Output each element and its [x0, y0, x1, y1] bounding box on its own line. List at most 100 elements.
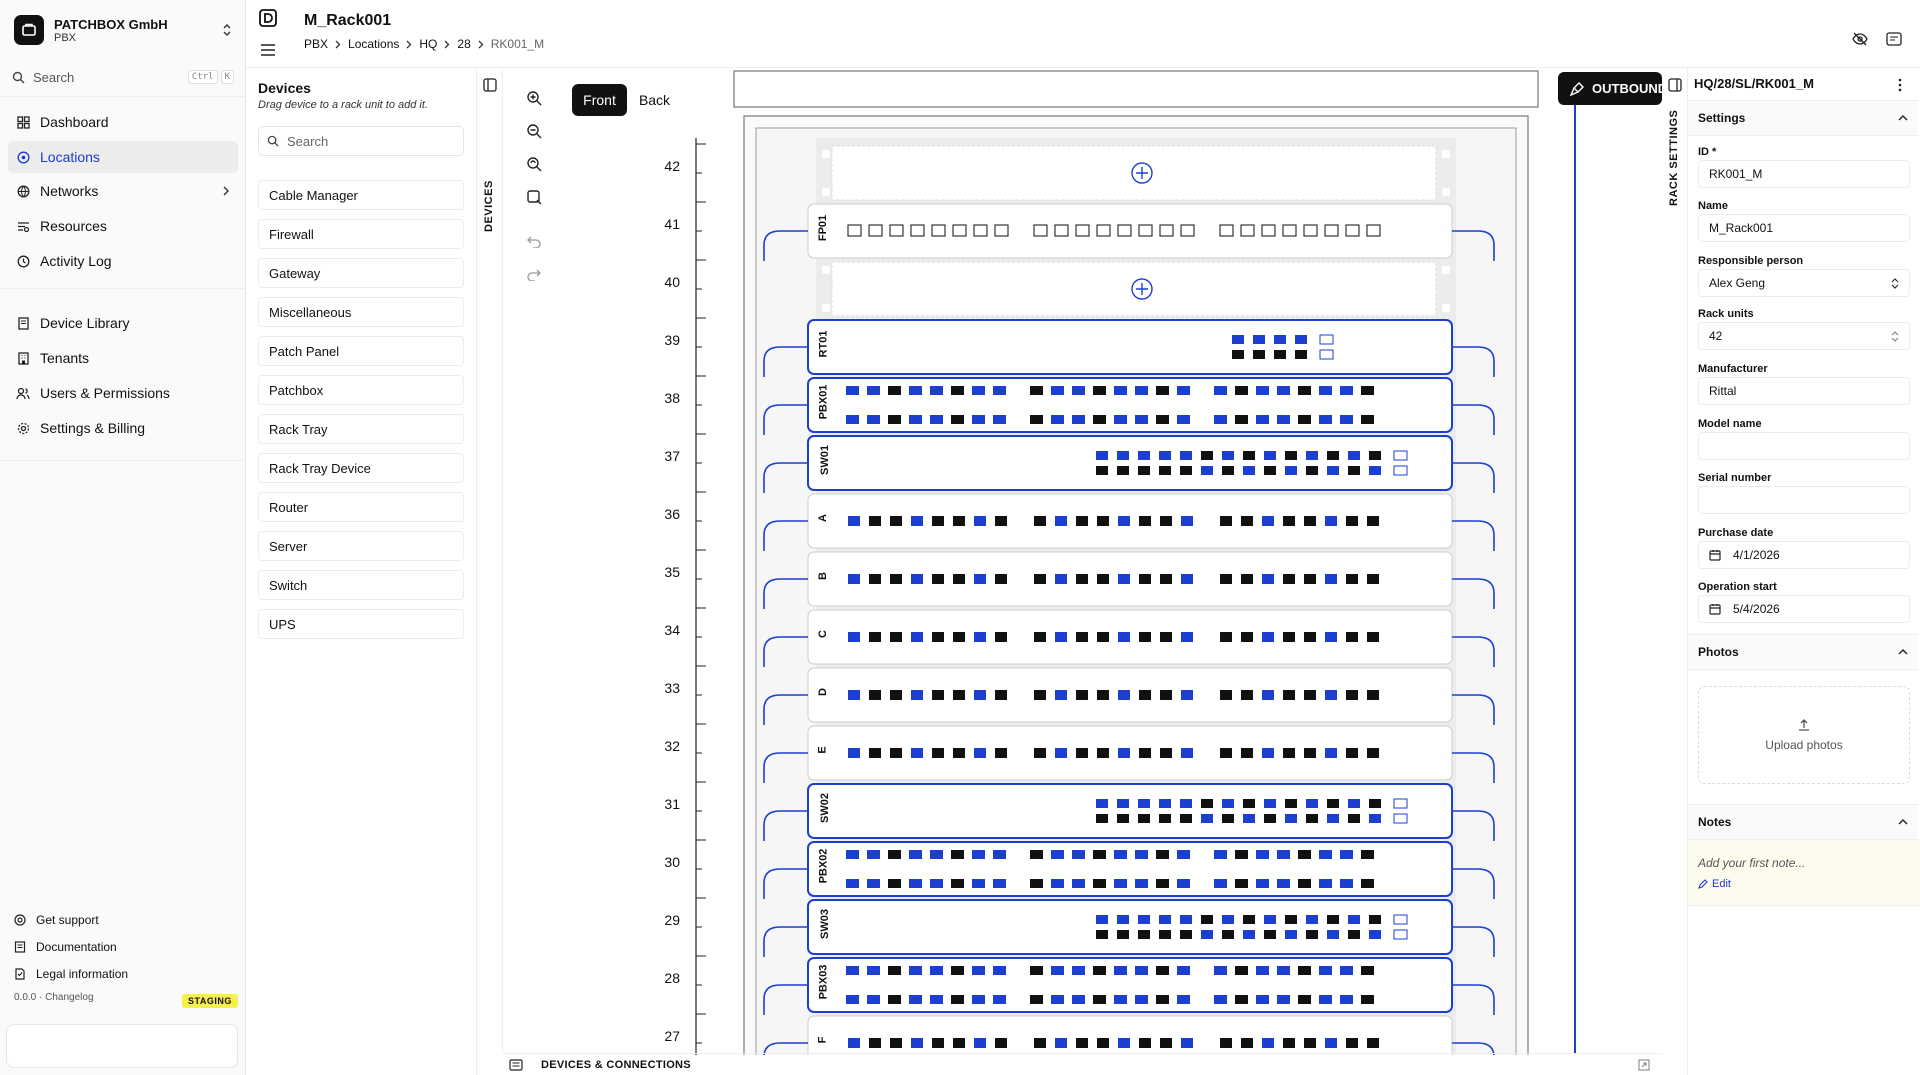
rack-device-name[interactable]: B — [816, 572, 829, 580]
rack-settings-tab[interactable]: RACK SETTINGS — [1662, 68, 1688, 1075]
version-changelog[interactable]: 0.0.0 · Changelog — [14, 992, 94, 1003]
photos-section-header[interactable]: Photos — [1688, 634, 1918, 670]
panel-port — [1181, 690, 1193, 700]
breadcrumb-locations[interactable]: Locations — [348, 37, 400, 51]
nav-networks[interactable]: Networks — [8, 175, 238, 207]
breadcrumb-hq[interactable]: HQ — [419, 37, 438, 51]
operation-start-input[interactable]: 5/4/2026 — [1698, 595, 1910, 623]
device-item[interactable]: Patchbox — [258, 375, 464, 405]
rack-device-name[interactable]: SW03 — [818, 909, 831, 939]
collapse-panel-icon[interactable] — [483, 78, 497, 92]
collapse-panel-icon[interactable] — [1668, 78, 1682, 92]
model-name-input[interactable] — [1698, 432, 1910, 460]
zoom-out-icon[interactable] — [522, 119, 546, 143]
responsible-person-select[interactable]: Alex Geng — [1698, 269, 1910, 297]
rack-device-name[interactable]: E — [816, 746, 829, 754]
device-item[interactable]: Server — [258, 531, 464, 561]
id-input[interactable]: RK001_M — [1698, 160, 1910, 188]
nav-users-permissions[interactable]: Users & Permissions — [8, 377, 238, 409]
outbound-button[interactable]: OUTBOUND — [1558, 72, 1662, 105]
device-item[interactable]: Switch — [258, 570, 464, 600]
footer-documentation[interactable]: Documentation — [8, 935, 238, 959]
menu-icon[interactable] — [260, 44, 276, 56]
rack-device-name[interactable]: C — [816, 630, 829, 638]
chevron-right-icon — [335, 40, 341, 49]
user-profile-box[interactable] — [6, 1024, 238, 1068]
panel-port — [974, 574, 986, 584]
rack-device-name[interactable]: PBX03 — [817, 964, 830, 1000]
rack-device-name[interactable]: FP01 — [817, 214, 830, 242]
zoom-in-icon[interactable] — [522, 86, 546, 110]
rack-device-name[interactable]: RT01 — [817, 330, 830, 358]
rack-device-name[interactable]: A — [816, 514, 829, 522]
notes-box[interactable]: Add your first note... Edit — [1688, 840, 1920, 906]
patchbox-port-top — [1235, 850, 1248, 859]
devices-connections-bar[interactable]: DEVICES & CONNECTIONS — [503, 1053, 1662, 1075]
zoom-reset-icon[interactable] — [522, 152, 546, 176]
nav-locations[interactable]: Locations — [8, 141, 238, 173]
patchbox-port-top — [951, 386, 964, 395]
device-item[interactable]: Rack Tray Device — [258, 453, 464, 483]
nav-tenants[interactable]: Tenants — [8, 342, 238, 374]
device-item[interactable]: Patch Panel — [258, 336, 464, 366]
nav-settings-billing[interactable]: Settings & Billing — [8, 412, 238, 444]
undo-icon[interactable] — [522, 230, 546, 254]
panel-toggle-icon[interactable] — [1886, 32, 1902, 46]
device-item[interactable]: Router — [258, 492, 464, 522]
panel-port — [911, 1038, 923, 1048]
serial-number-input[interactable] — [1698, 486, 1910, 514]
cable-left — [763, 462, 808, 493]
device-item[interactable]: Cable Manager — [258, 180, 464, 210]
devices-tab[interactable]: DEVICES — [477, 68, 503, 1053]
rack-device-name[interactable]: F — [816, 1036, 829, 1044]
device-item[interactable]: Gateway — [258, 258, 464, 288]
device-item[interactable]: Firewall — [258, 219, 464, 249]
rack-units-stepper[interactable]: 42 — [1698, 322, 1910, 350]
redo-icon[interactable] — [522, 263, 546, 287]
device-item[interactable]: UPS — [258, 609, 464, 639]
settings-section-header[interactable]: Settings — [1688, 100, 1918, 136]
rack-canvas[interactable]: 42 41 40 39 38 37 36 35 34 33 32 31 30 2… — [620, 70, 1570, 1055]
nav-device-library[interactable]: Device Library — [8, 307, 238, 339]
footer-get-support[interactable]: Get support — [8, 908, 238, 932]
panel-port — [1262, 748, 1274, 758]
sidebar-search[interactable]: Search Ctrl K — [12, 64, 234, 90]
devices-search-input[interactable]: Search — [258, 126, 464, 156]
nav-activity-log[interactable]: Activity Log — [8, 245, 238, 277]
purchase-date-input[interactable]: 4/1/2026 — [1698, 541, 1910, 569]
upload-icon — [1797, 718, 1811, 732]
footer-legal-information[interactable]: Legal information — [8, 962, 238, 986]
rack-device-name[interactable]: PBX02 — [817, 848, 830, 884]
nav-resources[interactable]: Resources — [8, 210, 238, 242]
rack-device-name[interactable]: PBX01 — [817, 384, 830, 420]
patchbox-port-top — [1114, 850, 1127, 859]
edit-note-button[interactable]: Edit — [1698, 878, 1731, 890]
device-item[interactable]: Rack Tray — [258, 414, 464, 444]
device-item[interactable]: Miscellaneous — [258, 297, 464, 327]
upload-photos-dropzone[interactable]: Upload photos — [1698, 686, 1910, 784]
stepper-icon[interactable] — [1891, 330, 1899, 342]
more-vertical-icon[interactable] — [1898, 78, 1902, 92]
patchbox-port-bottom — [1114, 879, 1127, 888]
expand-icon[interactable] — [1638, 1058, 1650, 1071]
back-view-button[interactable]: Back — [638, 92, 671, 108]
name-input[interactable]: M_Rack001 — [1698, 214, 1910, 242]
switch-port-bottom — [1369, 930, 1381, 939]
fit-view-icon[interactable] — [522, 185, 546, 209]
patchbox-port-top — [1156, 966, 1169, 975]
breadcrumb-pbx[interactable]: PBX — [304, 37, 329, 51]
support-icon — [14, 914, 26, 926]
breadcrumb-28[interactable]: 28 — [457, 37, 471, 51]
rack-device-name[interactable]: SW01 — [818, 445, 831, 475]
rack-device-name[interactable]: SW02 — [818, 793, 831, 823]
eye-off-icon[interactable] — [1852, 32, 1868, 46]
nav-dashboard[interactable]: Dashboard — [8, 106, 238, 138]
notes-section-header[interactable]: Notes — [1688, 804, 1918, 840]
front-view-button[interactable]: Front — [572, 84, 627, 116]
rack-device-name[interactable]: D — [816, 688, 829, 696]
panel-port — [953, 1038, 965, 1048]
panel-port — [1160, 1038, 1172, 1048]
panel-port — [974, 690, 986, 700]
org-switcher[interactable]: PATCHBOX GmbH PBX — [8, 8, 238, 52]
manufacturer-input[interactable]: Rittal — [1698, 377, 1910, 405]
